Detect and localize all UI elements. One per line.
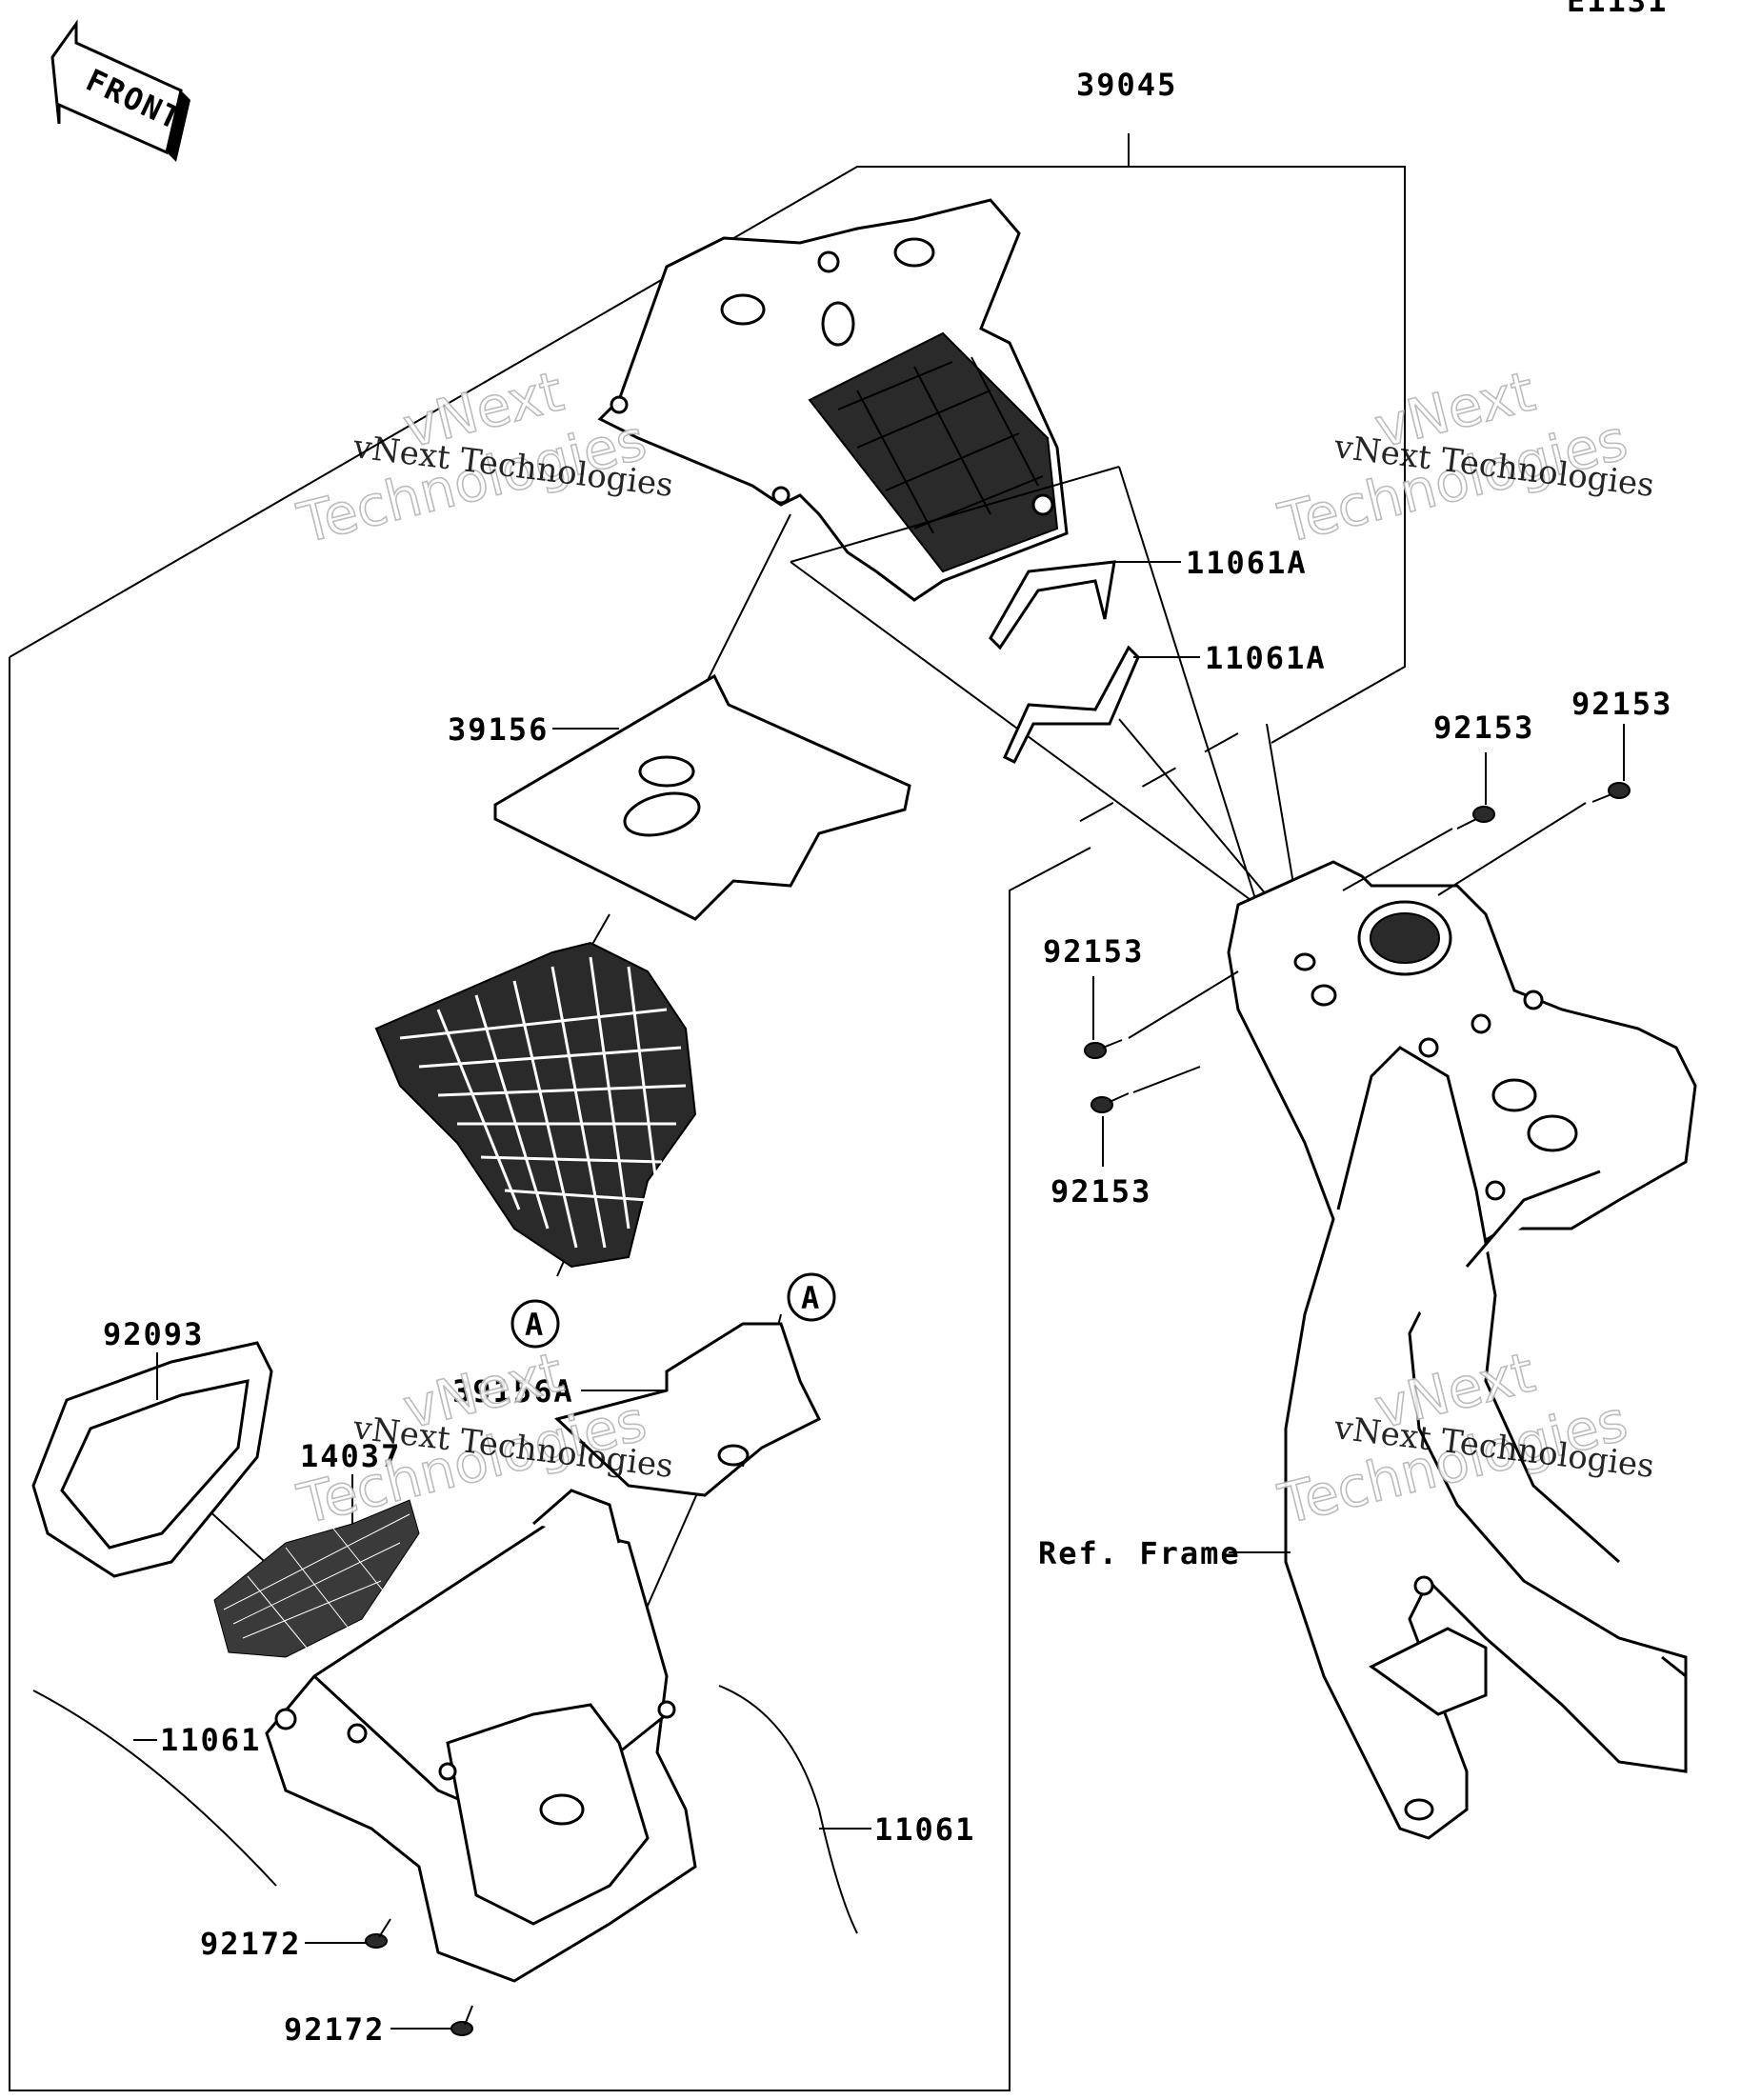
- callout-a-1: A: [510, 1299, 560, 1349]
- label-92153-2: 92153: [1571, 686, 1672, 722]
- lower-air-box: [265, 1489, 697, 1983]
- seal-strip-11061-right: [718, 1685, 858, 1934]
- svg-text:A: A: [525, 1307, 545, 1343]
- seal-strip-11061-left: [32, 1690, 277, 1887]
- bolt-92153-2: [1591, 782, 1631, 803]
- label-11061A-2: 11061A: [1205, 640, 1327, 676]
- bolt-92153-1: [1456, 806, 1495, 830]
- watermark-2: vNext Technologies vNext Technologies: [1271, 358, 1656, 557]
- label-92172-2: 92172: [284, 2011, 385, 2048]
- gasket-39156: [493, 673, 911, 921]
- label-ref-frame: Ref. Frame: [1038, 1535, 1241, 1571]
- assembly-boundary: [9, 133, 1406, 2091]
- plate-39156A: [553, 1322, 822, 1497]
- label-92093: 92093: [103, 1316, 204, 1352]
- screw-92172-1: [365, 1918, 391, 1949]
- mesh-screen-14037: [213, 1499, 420, 1658]
- seal-11061A-upper: [989, 560, 1116, 650]
- label-92153-4: 92153: [1051, 1173, 1151, 1210]
- callout-a-2: A: [787, 1272, 836, 1322]
- label-14037: 14037: [300, 1438, 401, 1474]
- frame-reference: [1227, 860, 1697, 1840]
- label-39156A: 39156A: [452, 1373, 574, 1410]
- page-code: E1131: [1567, 0, 1668, 19]
- front-arrow-icon: FRONT: [50, 19, 190, 162]
- label-11061-left: 11061: [160, 1722, 261, 1758]
- label-92153-3: 92153: [1043, 933, 1144, 970]
- label-92153-1: 92153: [1433, 710, 1534, 746]
- grid-intake: [374, 941, 697, 1269]
- svg-text:A: A: [801, 1280, 821, 1316]
- bolt-92153-3: [1084, 1039, 1123, 1059]
- air-duct-assembly: [597, 198, 1069, 602]
- screw-92172-2: [450, 2005, 473, 2036]
- label-11061-right: 11061: [874, 1811, 975, 1848]
- bolt-92153-4: [1091, 1092, 1130, 1113]
- watermark-1: vNext Technologies vNext Technologies: [290, 358, 675, 557]
- trim-ring-92093: [31, 1341, 273, 1578]
- label-11061A-1: 11061A: [1186, 545, 1308, 581]
- label-39156: 39156: [448, 711, 549, 748]
- label-92172-1: 92172: [200, 1926, 301, 1962]
- label-39045: 39045: [1076, 67, 1177, 103]
- seal-11061A-lower: [1003, 645, 1140, 765]
